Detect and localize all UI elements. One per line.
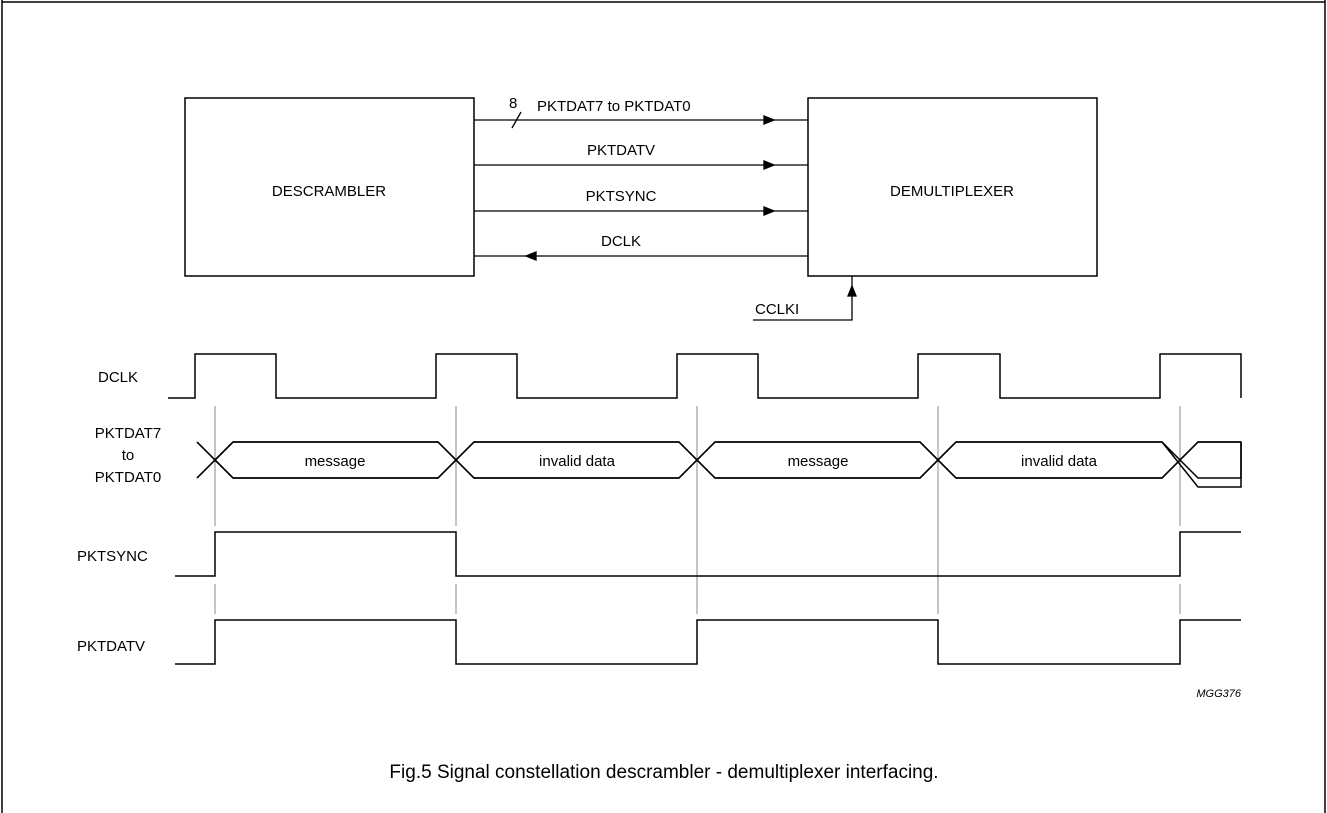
- timing-label-dclk: DCLK: [98, 369, 138, 386]
- bus-width-label: 8: [509, 95, 517, 112]
- segment-invalid-1: invalid data: [539, 453, 616, 470]
- demultiplexer-block: [807, 97, 1098, 277]
- signal-label-pktdatv: PKTDATV: [587, 142, 655, 159]
- arrow-left: [524, 251, 537, 261]
- reference-code: MGG376: [1196, 688, 1242, 700]
- signal-label-pktdat: PKTDAT7 to PKTDAT0: [537, 98, 691, 115]
- pktdatv-waveform: [175, 619, 1241, 665]
- arrow-right: [763, 115, 776, 125]
- arrow-right: [763, 160, 776, 170]
- timing-label-pktdatv: PKTDATV: [77, 638, 145, 655]
- timing-label-data-1: PKTDAT7: [95, 425, 161, 442]
- segment-message-2: message: [788, 453, 849, 470]
- segment-invalid-2: invalid data: [1021, 453, 1098, 470]
- signal-label-cclki: CCLKI: [755, 301, 799, 318]
- timing-label-data-2: to: [122, 447, 135, 464]
- data-bus-outline: [196, 441, 1242, 479]
- bus-width-slash: [511, 111, 522, 129]
- signal-lines: [474, 111, 857, 321]
- arrow-up: [847, 284, 857, 297]
- timing-guide-lines: [214, 406, 1181, 614]
- timing-label-data-3: PKTDAT0: [95, 469, 161, 486]
- timing-label-pktsync: PKTSYNC: [77, 548, 148, 565]
- signal-label-dclk: DCLK: [601, 233, 641, 250]
- descrambler-block: [184, 97, 475, 277]
- dclk-waveform: [168, 353, 1242, 399]
- segment-message-1: message: [305, 453, 366, 470]
- signal-label-pktsync: PKTSYNC: [586, 188, 657, 205]
- descrambler-label: DESCRAMBLER: [272, 183, 386, 200]
- arrow-right: [763, 206, 776, 216]
- figure-caption: Fig.5 Signal constellation descrambler -…: [389, 762, 938, 783]
- demultiplexer-label: DEMULTIPLEXER: [890, 183, 1014, 200]
- pktsync-waveform: [175, 531, 1241, 577]
